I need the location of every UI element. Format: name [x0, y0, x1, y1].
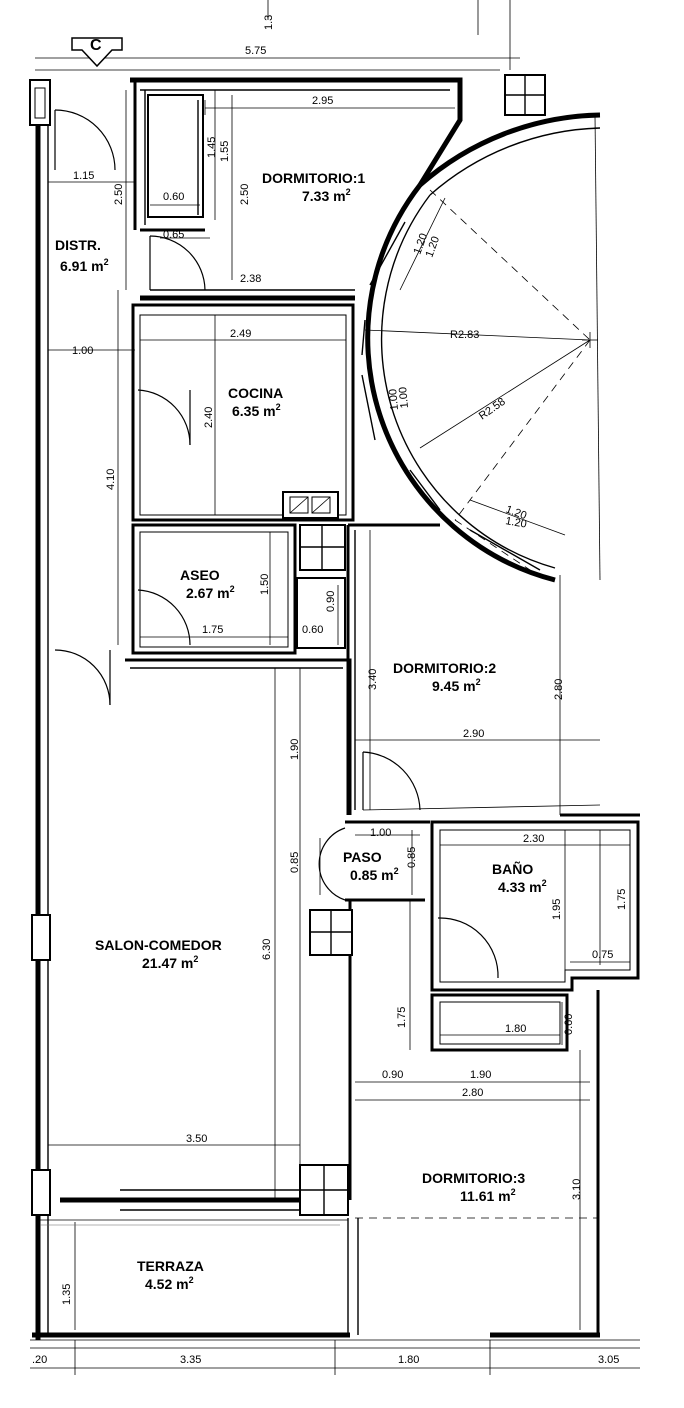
room-area: 6.91 m2	[60, 257, 109, 274]
dim-label: 1.75	[396, 1007, 408, 1028]
dim-label: 1.00	[387, 388, 401, 410]
dim-label: 0.85	[406, 847, 418, 868]
distr-walls	[48, 90, 135, 645]
dim-label: R2.83	[450, 329, 479, 341]
dim-label: 3.40	[367, 669, 379, 690]
dim-label: 1.00	[72, 345, 93, 357]
dim-label: 1.75	[616, 889, 628, 910]
room-area: 4.33 m2	[498, 878, 547, 895]
dim-label: 0.75	[592, 949, 613, 961]
dim-label: 3.50	[186, 1133, 207, 1145]
room-name: DORMITORIO:2	[393, 660, 496, 676]
room-area: 9.45 m2	[432, 677, 481, 694]
dim-label: 0.85	[289, 852, 301, 873]
room-name: BAÑO	[492, 860, 533, 877]
room-label-bano: BAÑO 4.33 m2	[492, 860, 547, 895]
section-marker-label: C	[90, 37, 102, 54]
dim-label: 2.80	[462, 1087, 483, 1099]
dormitorio1-walls	[133, 80, 455, 301]
paso-walls	[318, 820, 430, 902]
dim-label: 3.05	[598, 1354, 619, 1366]
dim-label: 1.50	[259, 574, 271, 595]
dim-label: 0.60	[563, 1014, 575, 1035]
dormitorio3-walls	[347, 900, 600, 1335]
dim-label: R2.58	[477, 396, 508, 423]
dim-label: 2.50	[239, 184, 251, 205]
dim-label: 3.10	[571, 1179, 583, 1200]
room-label-cocina: COCINA 6.35 m2	[228, 385, 283, 419]
dim-label: 2.30	[523, 833, 544, 845]
dim-label: 3.35	[180, 1354, 201, 1366]
dim-label: 0.90	[382, 1069, 403, 1081]
dim-label: 0.90	[325, 591, 337, 612]
room-label-dormitorio1: DORMITORIO:1 7.33 m2	[262, 170, 365, 204]
dimension-labels: 5.75 2.95 0.60 0.65 1.15 2.38 2.49 1.00 …	[32, 15, 628, 1366]
dim-label: 6.30	[261, 939, 273, 960]
room-name: TERRAZA	[137, 1258, 204, 1274]
dim-label: 1.80	[398, 1354, 419, 1366]
dim-label: 2.40	[203, 407, 215, 428]
dim-label: 5.75	[245, 45, 266, 57]
bottom-dim-ticks	[74, 1340, 491, 1375]
room-label-dormitorio3: DORMITORIO:3 11.61 m2	[422, 1170, 525, 1204]
room-area: 2.67 m2	[186, 584, 235, 601]
room-name: DORMITORIO:1	[262, 170, 365, 186]
dim-label: 1.55	[219, 141, 231, 162]
cocina-walls	[131, 303, 355, 522]
room-name: DORMITORIO:3	[422, 1170, 525, 1186]
bano-walls	[430, 820, 640, 992]
dim-label: 0.60	[302, 624, 323, 636]
room-area: 4.52 m2	[145, 1275, 194, 1292]
dim-label: 2.38	[240, 273, 261, 285]
room-label-paso: PASO 0.85 m2	[343, 849, 399, 883]
dim-label: .20	[32, 1354, 47, 1366]
dim-label: 1.80	[505, 1023, 526, 1035]
room-label-salon: SALON-COMEDOR 21.47 m2	[95, 937, 222, 971]
dim-label: 1.20	[504, 515, 527, 531]
dim-label: 1.75	[202, 624, 223, 636]
dim-label: 1.35	[61, 1284, 73, 1305]
dim-label: 2.49	[230, 328, 251, 340]
section-marker: C	[71, 37, 123, 68]
room-area: 0.85 m2	[350, 866, 399, 883]
dim-label: 2.80	[553, 679, 565, 700]
salon-walls	[48, 649, 353, 1216]
room-name: PASO	[343, 849, 382, 865]
terraza-walls	[40, 1219, 348, 1330]
room-name: COCINA	[228, 385, 283, 401]
room-area: 6.35 m2	[232, 402, 281, 419]
dormitorio2-walls	[346, 523, 640, 817]
room-name: ASEO	[180, 567, 220, 583]
dim-label: 1.00	[370, 827, 391, 839]
room-label-dormitorio2: DORMITORIO:2 9.45 m2	[393, 660, 496, 694]
dim-label: 1.3	[263, 15, 275, 30]
curved-bay	[361, 112, 601, 583]
dim-label: 1.45	[206, 137, 218, 158]
room-label-aseo: ASEO 2.67 m2	[180, 567, 235, 601]
dim-label: 1.95	[551, 899, 563, 920]
room-area: 11.61 m2	[460, 1187, 516, 1204]
dim-label: 0.60	[163, 191, 184, 203]
room-name: DISTR.	[55, 237, 101, 253]
room-area: 21.47 m2	[142, 954, 198, 971]
room-label-distr: DISTR. 6.91 m2	[55, 237, 109, 274]
dim-label: 1.15	[73, 170, 94, 182]
dim-label: 2.95	[312, 95, 333, 107]
dim-label: 1.90	[470, 1069, 491, 1081]
aseo-walls	[131, 523, 346, 655]
dim-label: 0.65	[163, 229, 184, 241]
dim-label: 1.00	[397, 386, 411, 408]
dim-label: 4.10	[105, 469, 117, 490]
dim-label: 1.90	[289, 739, 301, 760]
dim-label: 2.50	[113, 184, 125, 205]
room-area: 7.33 m2	[302, 187, 351, 204]
exterior-walls	[29, 74, 600, 1340]
dim-label: 2.90	[463, 728, 484, 740]
room-label-terraza: TERRAZA 4.52 m2	[137, 1258, 204, 1292]
room-name: SALON-COMEDOR	[95, 937, 222, 953]
